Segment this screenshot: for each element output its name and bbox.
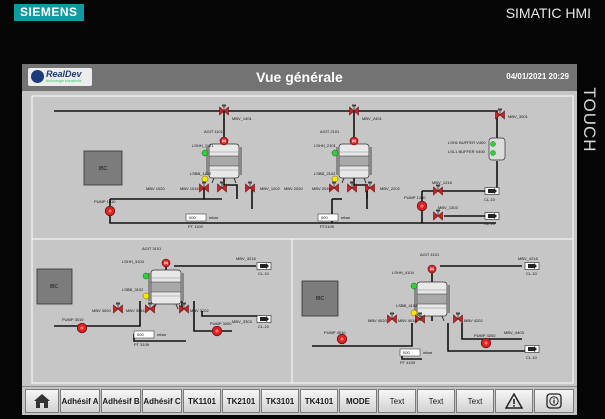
page-title: Vue générale: [256, 69, 343, 85]
svg-text:mbar: mbar: [209, 215, 219, 220]
svg-text:CL-10: CL-10: [258, 324, 270, 329]
svg-text:000: 000: [403, 350, 410, 355]
info-icon: [546, 393, 562, 409]
svg-text:PUMP 3010: PUMP 3010: [62, 317, 84, 322]
svg-text:LSHH_1101: LSHH_1101: [192, 143, 214, 148]
datetime: 04/01/2021 20:29: [506, 72, 569, 81]
svg-text:MBV 2016: MBV 2016: [312, 186, 331, 191]
svg-text:CL-10: CL-10: [484, 197, 496, 202]
mode-button[interactable]: MODE: [339, 389, 377, 413]
svg-text:IBC: IBC: [50, 284, 59, 290]
svg-text:MBV_1303: MBV_1303: [438, 205, 459, 210]
svg-text:mbar: mbar: [157, 332, 167, 337]
tk1101-button[interactable]: TK1101: [183, 389, 221, 413]
svg-text:AGIT 1101: AGIT 1101: [204, 129, 224, 134]
text-button-1[interactable]: Text: [378, 389, 416, 413]
home-button[interactable]: [25, 389, 59, 413]
adhesif-a-button[interactable]: Adhésif A: [60, 389, 100, 413]
svg-text:MBV_3001: MBV_3001: [508, 114, 529, 119]
svg-text:MBV 3202: MBV 3202: [190, 308, 209, 313]
realdev-logo: RealDev technologie industrielle: [28, 68, 92, 86]
svg-text:CL-10: CL-10: [526, 271, 538, 276]
warning-icon: [505, 393, 523, 409]
svg-text:LSHH_2101: LSHH_2101: [314, 143, 337, 148]
svg-text:MBV 3020: MBV 3020: [92, 308, 111, 313]
svg-text:MBV 4016: MBV 4016: [398, 318, 417, 323]
svg-text:PUMP 4200: PUMP 4200: [474, 333, 496, 338]
svg-text:PUMP 4010: PUMP 4010: [324, 330, 346, 335]
svg-text:000: 000: [321, 215, 328, 220]
tk3101-button[interactable]: TK3101: [261, 389, 299, 413]
svg-text:MBV 1020: MBV 1020: [146, 186, 165, 191]
svg-text:MBV_3303: MBV_3303: [232, 319, 253, 324]
svg-text:MBV_1202: MBV_1202: [260, 186, 281, 191]
svg-text:PUMP 1200: PUMP 1200: [404, 195, 426, 200]
adhesif-c-button[interactable]: Adhésif C: [142, 389, 182, 413]
svg-text:MBV_1216: MBV_1216: [432, 180, 453, 185]
svg-text:LSHH_3104: LSHH_3104: [122, 259, 145, 264]
svg-text:PUMP 3200: PUMP 3200: [210, 321, 232, 326]
svg-text:MBV 1016: MBV 1016: [180, 186, 199, 191]
svg-text:mbar: mbar: [341, 215, 351, 220]
warning-button[interactable]: [495, 389, 533, 413]
hmi-screen: RealDev technologie industrielle Vue gén…: [22, 64, 577, 414]
svg-text:AGIT 4101: AGIT 4101: [420, 252, 440, 257]
svg-text:MBV_4403: MBV_4403: [504, 330, 525, 335]
logo-mark-icon: [31, 70, 44, 83]
svg-text:MBV_4216: MBV_4216: [518, 256, 539, 261]
tk4101-button[interactable]: TK4101: [300, 389, 338, 413]
svg-text:PT2109: PT2109: [320, 224, 335, 229]
svg-text:LSH1 BUFFER V400: LSH1 BUFFER V400: [448, 140, 486, 145]
tk2101-button[interactable]: TK2101: [222, 389, 260, 413]
svg-text:MBV_2202: MBV_2202: [380, 186, 401, 191]
info-button[interactable]: [534, 389, 574, 413]
svg-text:mbar: mbar: [423, 350, 433, 355]
svg-text:PT 3109: PT 3109: [134, 342, 150, 347]
product-name: SIMATIC HMI: [505, 5, 591, 21]
svg-text:LSBB_4102: LSBB_4102: [396, 303, 418, 308]
bottom-toolbar: Adhésif A Adhésif B Adhésif C TK1101 TK2…: [22, 386, 577, 415]
process-diagram: M IBC: [31, 95, 574, 384]
svg-text:LSBB_2102: LSBB_2102: [314, 171, 336, 176]
adhesif-b-button[interactable]: Adhésif B: [101, 389, 141, 413]
touch-label: TOUCH: [580, 87, 599, 153]
svg-text:LSHH_4104: LSHH_4104: [392, 270, 415, 275]
svg-text:LSL1 BUFFER V400: LSL1 BUFFER V400: [448, 149, 486, 154]
svg-text:PT 4109: PT 4109: [400, 360, 416, 365]
svg-text:CL-10: CL-10: [258, 271, 270, 276]
svg-text:MBV_3216: MBV_3216: [236, 256, 257, 261]
logo-subtext: technologie industrielle: [46, 79, 82, 83]
svg-text:MBV_2401: MBV_2401: [362, 116, 383, 121]
text-button-2[interactable]: Text: [417, 389, 455, 413]
svg-text:MBV 3016: MBV 3016: [126, 308, 145, 313]
svg-text:AGIT 2101: AGIT 2101: [320, 129, 340, 134]
svg-text:MBV 4020: MBV 4020: [368, 318, 387, 323]
header-bar: RealDev technologie industrielle Vue gén…: [22, 64, 577, 91]
svg-text:MBV 4202: MBV 4202: [464, 318, 483, 323]
svg-text:CL-10: CL-10: [526, 355, 538, 360]
svg-text:000: 000: [137, 332, 144, 337]
svg-text:CL-10: CL-10: [484, 221, 496, 226]
svg-text:LSBB_1102: LSBB_1102: [190, 171, 212, 176]
text-button-3[interactable]: Text: [456, 389, 494, 413]
logo-text: RealDev: [46, 69, 82, 79]
svg-text:MBV_1401: MBV_1401: [232, 116, 253, 121]
svg-text:000: 000: [189, 215, 196, 220]
svg-text:IBC: IBC: [99, 166, 108, 172]
svg-text:MBV 2020: MBV 2020: [284, 186, 303, 191]
svg-text:PT 1109: PT 1109: [188, 224, 204, 229]
siemens-logo: SIEMENS: [14, 4, 84, 21]
svg-text:PUMP 1010: PUMP 1010: [94, 199, 116, 204]
svg-text:LSBB_3102: LSBB_3102: [122, 287, 144, 292]
svg-text:AGIT 3101: AGIT 3101: [142, 246, 162, 251]
home-icon: [34, 394, 50, 408]
svg-text:IBC: IBC: [316, 296, 325, 302]
